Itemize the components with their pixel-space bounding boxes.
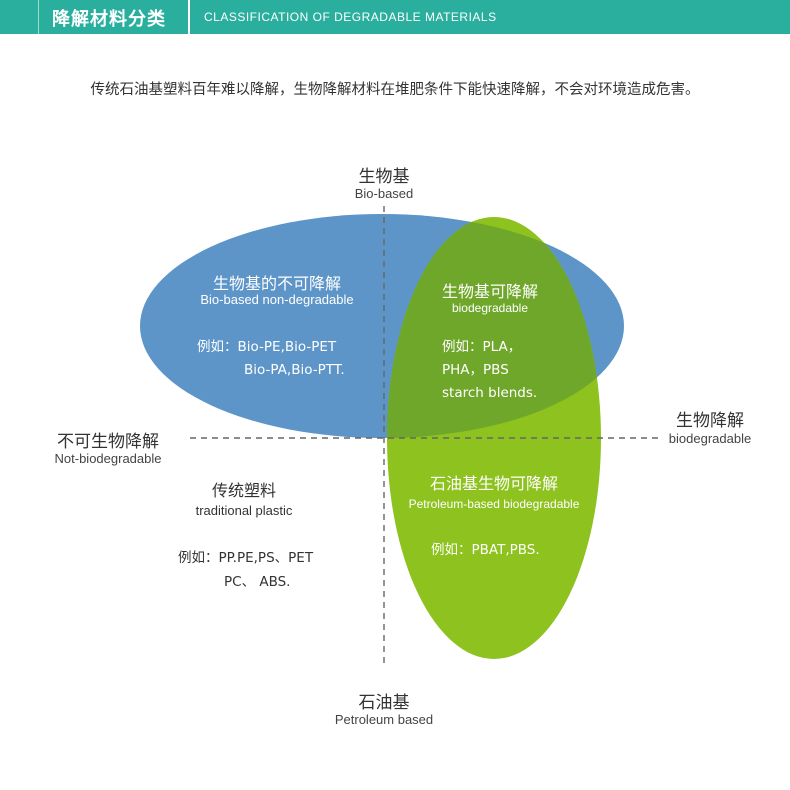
overlap-region — [387, 217, 601, 438]
axis-bottom-label-en: Petroleum based — [334, 712, 434, 727]
axis-right-label-en: biodegradable — [668, 431, 752, 446]
region-traditional-title-en: traditional plastic — [195, 503, 293, 518]
region-traditional-title-zh: 传统塑料 — [211, 481, 276, 500]
region-petro-degradable-title-en: Petroleum-based biodegradable — [408, 497, 580, 511]
region-bio-degradable-title-zh: 生物基可降解 — [441, 282, 538, 301]
header-title-en: CLASSIFICATION OF DEGRADABLE MATERIALS — [204, 10, 497, 24]
region-bio-degradable-example-1: 例如：PLA， — [442, 339, 522, 355]
region-bio-nondegradable-example-2: Bio-PA,Bio-PTT. — [244, 362, 345, 378]
header-divider — [188, 0, 190, 34]
axis-bottom-label-zh: 石油基 — [358, 693, 410, 713]
region-traditional-example-1: 例如：PP.PE,PS、PET — [178, 550, 314, 566]
region-bio-nondegradable-title-en: Bio-based non-degradable — [200, 292, 354, 307]
region-bio-degradable-example-3: starch blends. — [442, 385, 538, 401]
axis-right-label-zh: 生物降解 — [676, 411, 744, 431]
header-bar: 降解材料分类 CLASSIFICATION OF DEGRADABLE MATE… — [0, 0, 790, 34]
intro-text: 传统石油基塑料百年难以降解，生物降解材料在堆肥条件下能快速降解，不会对环境造成危… — [90, 82, 700, 98]
region-bio-nondegradable-title-zh: 生物基的不可降解 — [212, 274, 341, 293]
axis-left-label-zh: 不可生物降解 — [57, 432, 159, 452]
axis-top-label-en: Bio-based — [354, 186, 414, 201]
axis-top-label-zh: 生物基 — [358, 167, 410, 187]
header-divider-left — [38, 0, 39, 34]
region-petro-degradable-title-zh: 石油基生物可降解 — [429, 474, 558, 493]
axis-left-label-en: Not-biodegradable — [54, 451, 162, 466]
region-bio-degradable-example-2: PHA，PBS — [442, 362, 509, 378]
header-title-zh: 降解材料分类 — [52, 9, 166, 30]
region-traditional-example-2: PC、 ABS. — [224, 574, 291, 590]
region-bio-degradable-title-en: biodegradable — [451, 301, 529, 315]
region-bio-nondegradable-example-1: 例如：Bio-PE,Bio-PET — [197, 339, 337, 355]
region-petro-degradable-example-1: 例如：PBAT,PBS. — [431, 542, 540, 558]
